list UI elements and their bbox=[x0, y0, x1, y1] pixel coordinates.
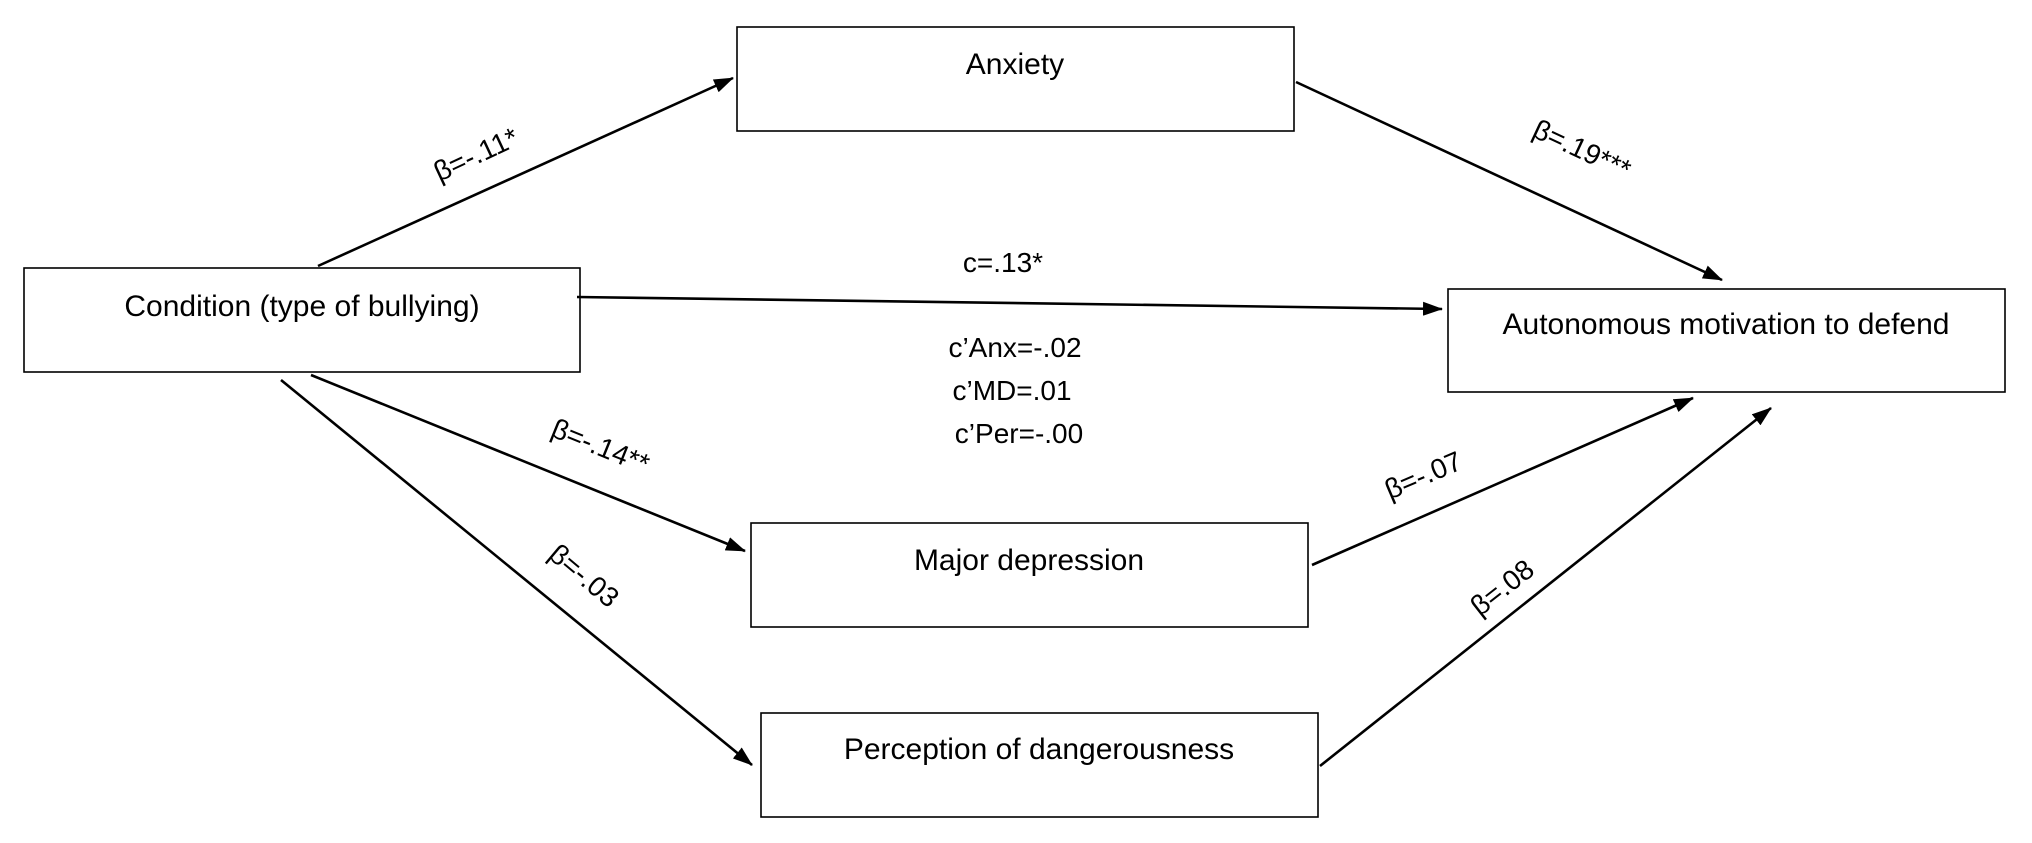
path-label-condition-depression: β=-.14** bbox=[547, 413, 654, 480]
direct-effect-perception: c’Per=-.00 bbox=[955, 418, 1083, 449]
path-label-depression-autonomous: β=-.07 bbox=[1380, 445, 1466, 505]
major-depression-label: Major depression bbox=[914, 544, 1144, 577]
arrow-condition-to-danger bbox=[280, 378, 753, 767]
anxiety-box: Anxiety bbox=[736, 26, 1295, 132]
direct-effect-anxiety: c’Anx=-.02 bbox=[948, 332, 1081, 363]
condition-box: Condition (type of bullying) bbox=[23, 267, 581, 373]
arrow-condition-to-autonomous bbox=[576, 295, 1443, 316]
path-label-condition-anxiety: β=-.11* bbox=[429, 121, 523, 187]
arrow-condition-to-depression bbox=[310, 373, 746, 553]
arrow-anxiety-to-autonomous bbox=[1295, 80, 1723, 282]
path-label-condition-danger: β=-.03 bbox=[543, 538, 625, 614]
condition-label: Condition (type of bullying) bbox=[124, 290, 479, 323]
anxiety-label: Anxiety bbox=[966, 48, 1064, 81]
path-label-anxiety-autonomous: β=.19*** bbox=[1528, 113, 1636, 185]
path-label-condition-autonomous: c=.13* bbox=[963, 247, 1043, 278]
perception-dangerousness-box: Perception of dangerousness bbox=[760, 712, 1319, 818]
path-label-danger-autonomous: β=.08 bbox=[1464, 553, 1539, 621]
autonomous-motivation-box: Autonomous motivation to defend bbox=[1447, 288, 2006, 393]
perception-dangerousness-label: Perception of dangerousness bbox=[844, 733, 1234, 766]
major-depression-box: Major depression bbox=[750, 522, 1309, 628]
arrow-condition-to-anxiety bbox=[317, 76, 734, 268]
arrow-danger-to-autonomous bbox=[1319, 406, 1772, 768]
autonomous-motivation-label: Autonomous motivation to defend bbox=[1503, 308, 1950, 341]
direct-effect-depression: c’MD=.01 bbox=[952, 375, 1071, 406]
arrow-depression-to-autonomous bbox=[1311, 396, 1694, 567]
